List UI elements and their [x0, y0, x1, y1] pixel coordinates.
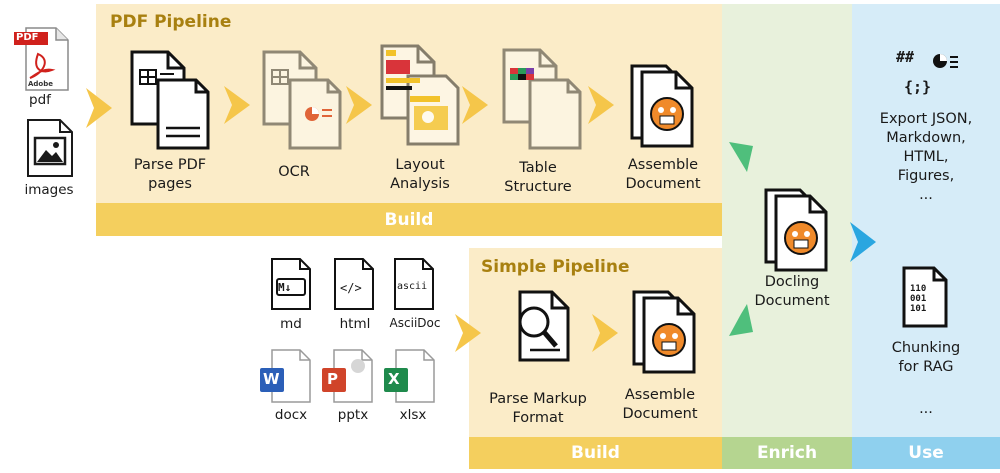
use-panel [852, 4, 1000, 469]
layout-analysis-icon [380, 44, 460, 146]
md-file-icon [271, 258, 311, 310]
ppt-letter: P [327, 370, 338, 388]
html-icon-text: </> [340, 281, 362, 295]
md-icon-text: M↓ [278, 281, 292, 294]
docling-label-line1: Docling [764, 274, 820, 290]
simple-assemble-label-line2: Document [622, 406, 698, 422]
html-file-icon [334, 258, 374, 310]
chart-list-icon [933, 54, 958, 68]
arrow-parse-to-ocr [224, 86, 250, 124]
table-structure-label: Table Structure [478, 159, 598, 197]
use-bar: Use [852, 437, 1000, 469]
pdf-file-icon [14, 27, 69, 91]
binary-icon-text: 110 001 101 [910, 284, 926, 314]
parse-pdf-label-line1: Parse PDF [133, 157, 207, 173]
enrich-bar: Enrich [722, 437, 852, 469]
parse-markup-icon [518, 290, 570, 362]
arrow-pdf-to-docling [729, 142, 753, 172]
xlsx-label: xlsx [399, 407, 427, 423]
ocr-label: OCR [278, 164, 310, 180]
pdf-icon-text: PDF [16, 32, 39, 43]
docling-label-line2: Document [754, 293, 830, 309]
export-line-1: Export JSON, [879, 111, 973, 127]
binary-line-2: 001 [910, 294, 927, 304]
excel-letter: X [388, 370, 400, 388]
assemble-document-icon [630, 64, 694, 148]
image-file-icon [27, 119, 73, 177]
binary-line-3: 101 [910, 304, 927, 314]
chunking-line-1: Chunking [891, 340, 961, 356]
pdf-build-bar: Build [96, 203, 722, 236]
pdf-pipeline-title: PDF Pipeline [110, 12, 232, 32]
pdf-input-label: pdf [29, 92, 51, 108]
adobe-text: Adobe [28, 80, 53, 88]
arrow-table-to-assemble [588, 86, 614, 124]
images-input-label: images [24, 182, 74, 198]
html-label: html [339, 316, 371, 332]
markdown-hash-icon: ## [896, 48, 915, 66]
json-braces-icon: {;} [904, 78, 932, 96]
export-line-5: ... [919, 187, 933, 203]
arrow-docling-to-use [850, 222, 876, 262]
pptx-file-icon [322, 349, 373, 403]
xlsx-file-icon [384, 349, 435, 403]
simple-assemble-label: Assemble Document [600, 386, 720, 424]
simple-assemble-document-icon [632, 290, 696, 374]
export-line-4: Figures, [897, 168, 955, 184]
simple-assemble-label-line1: Assemble [624, 387, 696, 403]
arrow-markup-to-assemble [592, 314, 618, 352]
arrow-formats-to-simple [455, 314, 481, 352]
ascii-icon-text: ascii [397, 281, 428, 292]
arrow-ocr-to-layout [346, 86, 372, 124]
use-ellipsis: ... [919, 401, 933, 417]
parse-pdf-label-line2: pages [148, 176, 192, 192]
assemble-label-line1: Assemble [627, 157, 699, 173]
export-line-3: HTML, [903, 149, 949, 165]
layout-label-line1: Layout [395, 157, 445, 173]
word-letter: W [263, 370, 280, 388]
binary-line-1: 110 [910, 284, 927, 294]
assemble-document-label: Assemble Document [603, 156, 723, 194]
export-line-2: Markdown, [886, 130, 966, 146]
parse-markup-label-line2: Format [512, 410, 564, 426]
export-formats-label: Export JSON, Markdown, HTML, Figures, ..… [858, 110, 994, 205]
parse-pdf-label: Parse PDF pages [110, 156, 230, 194]
parse-pdf-pages-icon [130, 50, 210, 150]
binary-file-icon [902, 266, 948, 328]
arrow-layout-to-table [462, 86, 488, 124]
assemble-label-line2: Document [625, 176, 701, 192]
docx-file-icon [260, 349, 311, 403]
arrow-simple-to-docling [729, 304, 753, 336]
pptx-label: pptx [337, 407, 369, 423]
docling-document-label: Docling Document [732, 273, 852, 311]
parse-markup-label-line1: Parse Markup [489, 391, 587, 407]
simple-pipeline-title: Simple Pipeline [481, 257, 630, 277]
asciidoc-file-icon [394, 258, 434, 310]
layout-label-line2: Analysis [390, 176, 450, 192]
arrow-inputs-to-pdf [86, 88, 112, 128]
layout-analysis-label: Layout Analysis [360, 156, 480, 194]
chunking-label: Chunking for RAG [866, 339, 986, 377]
simple-build-bar: Build [469, 437, 722, 469]
docling-document-icon [764, 188, 828, 272]
ocr-icon [262, 50, 342, 150]
docx-label: docx [274, 407, 308, 423]
table-label-line1: Table [519, 160, 557, 176]
chunking-line-2: for RAG [898, 359, 954, 375]
table-label-line2: Structure [504, 179, 572, 195]
table-structure-icon [502, 48, 582, 150]
md-label: md [280, 316, 302, 332]
parse-markup-label: Parse Markup Format [478, 390, 598, 428]
asciidoc-label: AsciiDoc [389, 316, 441, 330]
